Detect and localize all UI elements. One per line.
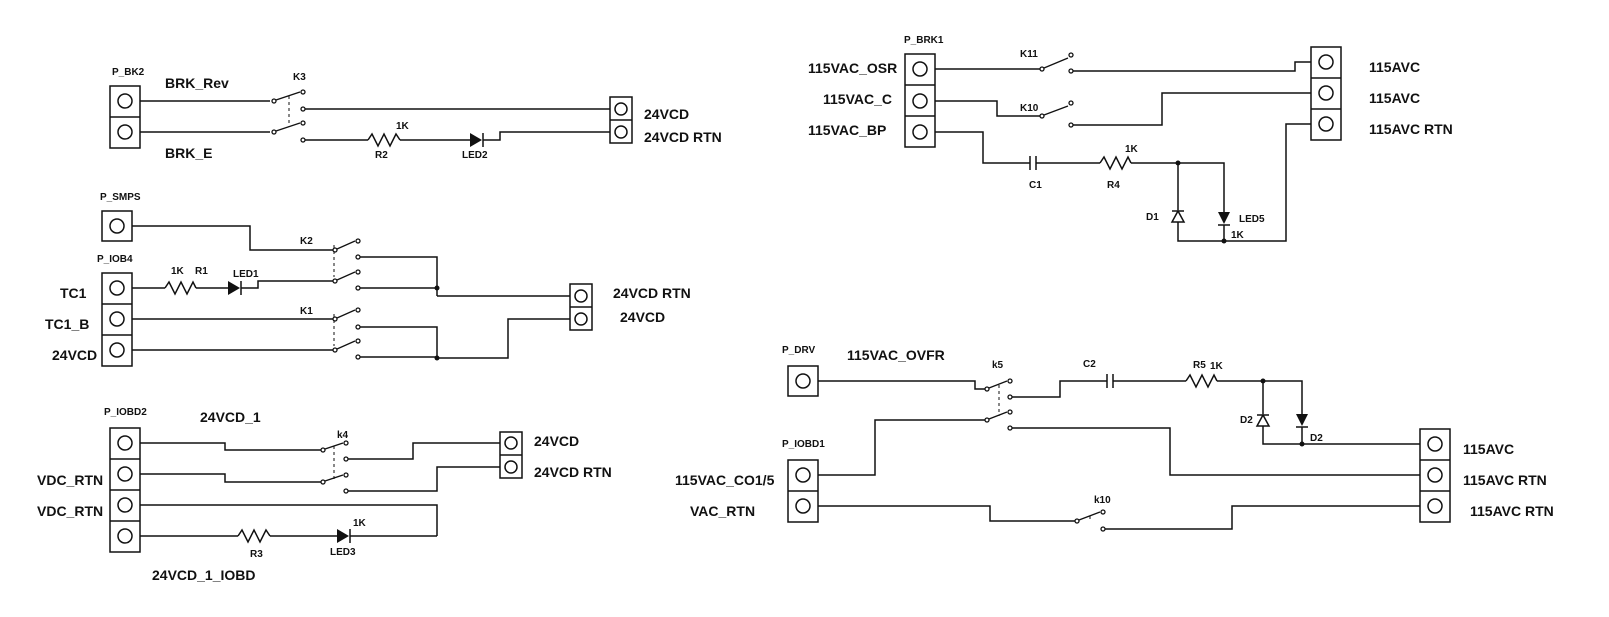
- relay-k1: [332, 307, 361, 360]
- pin: [117, 124, 133, 140]
- net-label-24vcd-bot: 24VCD: [534, 433, 579, 449]
- connector-label-p-brk1: P_BRK1: [904, 35, 944, 46]
- label-r4: R4: [1107, 180, 1120, 191]
- net-label-115vac-ovfr: 115VAC_OVFR: [847, 347, 945, 363]
- value-r5: 1K: [1210, 361, 1224, 372]
- net-label-24vcd-1: 24VCD_1: [200, 409, 261, 425]
- resistor-r5: [1185, 373, 1218, 389]
- net-label-115vac-osr: 115VAC_OSR: [808, 60, 897, 76]
- label-c2: C2: [1083, 359, 1096, 370]
- label-r2: R2: [375, 150, 388, 161]
- relay-label-k10: K10: [1020, 103, 1039, 114]
- net-label-115vac-co15: 115VAC_CO1/5: [675, 472, 775, 488]
- label-d1: D1: [1146, 212, 1159, 223]
- relay-label-k11: K11: [1020, 49, 1038, 60]
- diode-d2-b: [1296, 414, 1308, 428]
- relay-label-k4: k4: [337, 430, 349, 441]
- net-label-115vac-c: 115VAC_C: [823, 91, 892, 107]
- net-label-24vcd-mid: 24VCD: [620, 309, 665, 325]
- label-r3: R3: [250, 549, 263, 560]
- diode-d2-a: [1255, 413, 1271, 427]
- resistor-r4: [1099, 155, 1132, 171]
- value-r2: 1K: [396, 121, 410, 132]
- relay-k11: [1039, 52, 1074, 74]
- label-d2-b: D2: [1310, 433, 1323, 444]
- net-label-24vcd-rtn-bot: 24VCD RTN: [534, 464, 612, 480]
- label-d2-a: D2: [1240, 415, 1253, 426]
- net-label-tc1: TC1: [60, 285, 87, 301]
- resistor-r1: [164, 280, 197, 296]
- net-label-vdc-rtn-a: VDC_RTN: [37, 472, 103, 488]
- value-r1: 1K: [171, 266, 185, 277]
- value-r4: 1K: [1125, 144, 1139, 155]
- net-label-24vcd-rtn: 24VCD RTN: [644, 129, 722, 145]
- relay-k10-b: [1074, 509, 1106, 532]
- resistor-r3: [237, 528, 271, 544]
- relay-label-k3: K3: [293, 72, 306, 83]
- connector-label-p-bk2: P_BK2: [112, 67, 145, 78]
- label-r5: R5: [1193, 360, 1206, 371]
- net-label-115avc-2: 115AVC: [1369, 90, 1420, 106]
- net-label-brk-e: BRK_E: [165, 145, 212, 161]
- net-label-tc1-b: TC1_B: [45, 316, 89, 332]
- net-label-24vcd: 24VCD: [644, 106, 689, 122]
- connector-label-p-drv: P_DRV: [782, 345, 815, 356]
- capacitor-c2: [1106, 374, 1114, 388]
- relay-k4: [320, 440, 349, 494]
- capacitor-c1: [1029, 156, 1037, 170]
- relay-k10: [1039, 100, 1074, 128]
- block-smps-iob4: P_SMPS P_IOB4 TC1 TC1_B 24VCD 1K R1 LED1…: [45, 192, 691, 367]
- label-c1: C1: [1029, 180, 1042, 191]
- net-label-24vcd-1-iobd: 24VCD_1_IOBD: [152, 567, 256, 583]
- resistor-r2: [367, 132, 401, 148]
- net-label-115avc-1: 115AVC: [1369, 59, 1420, 75]
- net-label-115avc-rtn-top: 115AVC RTN: [1369, 121, 1453, 137]
- label-led2: LED2: [462, 150, 488, 161]
- net-label-vdc-rtn-b: VDC_RTN: [37, 503, 103, 519]
- diode-d1: [1170, 209, 1186, 223]
- net-label-115avc-3: 115AVC: [1463, 441, 1514, 457]
- pin: [117, 93, 133, 109]
- block-iobd2: P_IOBD2 24VCD_1 VDC_RTN VDC_RTN 24VCD_1_…: [37, 407, 612, 583]
- relay-k2: [332, 238, 361, 291]
- led-led1: [228, 281, 242, 295]
- net-label-vac-rtn: VAC_RTN: [690, 503, 755, 519]
- net-label-115avc-rtn-a: 115AVC RTN: [1463, 472, 1547, 488]
- relay-label-k2: K2: [300, 236, 313, 247]
- block-brk1: P_BRK1 115VAC_OSR 115VAC_C 115VAC_BP K11…: [808, 35, 1453, 244]
- led-led3: [337, 529, 351, 543]
- block-brake-24v: P_BK2 BRK_Rev BRK_E K3 1K R2 L: [109, 67, 722, 161]
- label-led3: LED3: [330, 547, 356, 558]
- relay-k5: [984, 378, 1013, 431]
- net-label-115avc-rtn-b: 115AVC RTN: [1470, 503, 1554, 519]
- led-led2: [470, 133, 484, 147]
- net-label-115vac-bp: 115VAC_BP: [808, 122, 886, 138]
- value-led3: 1K: [353, 518, 367, 529]
- connector-label-p-smps: P_SMPS: [100, 192, 141, 203]
- connector-label-p-iobd1: P_IOBD1: [782, 439, 825, 450]
- label-r1: R1: [195, 266, 208, 277]
- value-led5: 1K: [1231, 230, 1245, 241]
- label-led1: LED1: [233, 269, 259, 280]
- net-label-24vcd-iob4: 24VCD: [52, 347, 97, 363]
- relay-label-k1: K1: [300, 306, 313, 317]
- net-label-brk-rev: BRK_Rev: [165, 75, 229, 91]
- relay-label-k5: k5: [992, 360, 1004, 371]
- led-led5: [1218, 212, 1230, 226]
- block-drv-iobd1: P_DRV 115VAC_OVFR k5 C2 R5 1K: [675, 345, 1554, 532]
- connector-label-p-iobd2: P_IOBD2: [104, 407, 147, 418]
- relay-label-k10-b: k10: [1094, 495, 1111, 506]
- label-led5: LED5: [1239, 214, 1265, 225]
- relay-k3: [271, 89, 306, 143]
- net-label-24vcd-rtn-mid: 24VCD RTN: [613, 285, 691, 301]
- connector-label-p-iob4: P_IOB4: [97, 254, 133, 265]
